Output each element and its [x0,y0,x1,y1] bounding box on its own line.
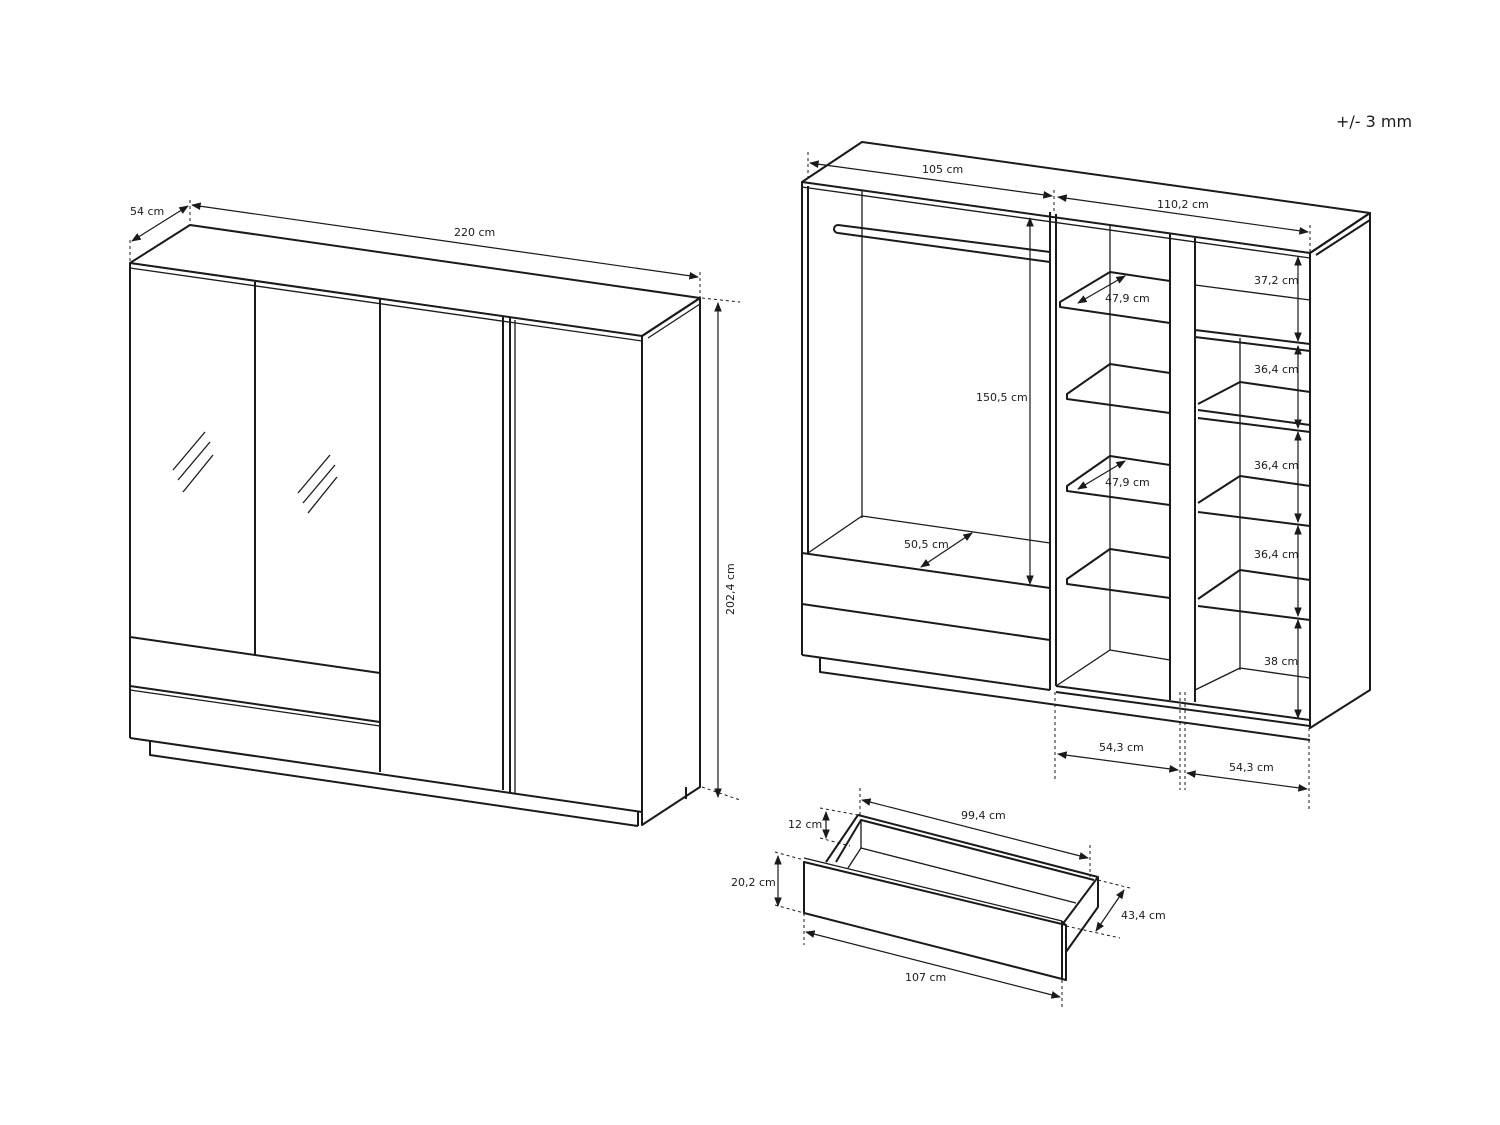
drawer-side-height-label: 12 cm [788,818,822,831]
compartment-height-3: 36,4 cm [1254,459,1299,472]
compartment-height-2: 36,4 cm [1254,363,1299,376]
bay-width-left-label: 54,3 cm [1099,741,1144,754]
right-section-width-label: 110,2 cm [1157,198,1209,211]
open-wardrobe-view: 105 cm 110,2 cm 150,5 cm 47,9 cm 47,9 cm… [801,141,1371,812]
shelf-depth-top-label: 47,9 cm [1105,292,1150,305]
hanging-height-label: 150,5 cm [976,391,1028,404]
closed-depth-label: 54 cm [130,205,164,218]
compartment-height-5: 38 cm [1264,655,1298,668]
tolerance-note: +/- 3 mm [1336,112,1412,131]
closed-wardrobe-view: 54 cm 220 cm 202,4 cm [129,200,741,827]
drawer-front-height-label: 20,2 cm [731,876,776,889]
drawer-depth-label: 43,4 cm [1121,909,1166,922]
shelf-depth-mid-label: 47,9 cm [1105,476,1150,489]
compartment-height-1: 37,2 cm [1254,274,1299,287]
bottom-depth-label: 50,5 cm [904,538,949,551]
left-section-width-label: 105 cm [922,163,963,176]
bay-width-right-label: 54,3 cm [1229,761,1274,774]
drawer-front-length-label: 107 cm [905,971,946,984]
closed-height-label: 202,4 cm [724,563,737,615]
drawer-view: 99,4 cm 12 cm 20,2 cm 43,4 cm 107 cm [731,788,1166,1010]
compartment-height-4: 36,4 cm [1254,548,1299,561]
drawer-inner-length-label: 99,4 cm [961,809,1006,822]
closed-width-label: 220 cm [454,226,495,239]
